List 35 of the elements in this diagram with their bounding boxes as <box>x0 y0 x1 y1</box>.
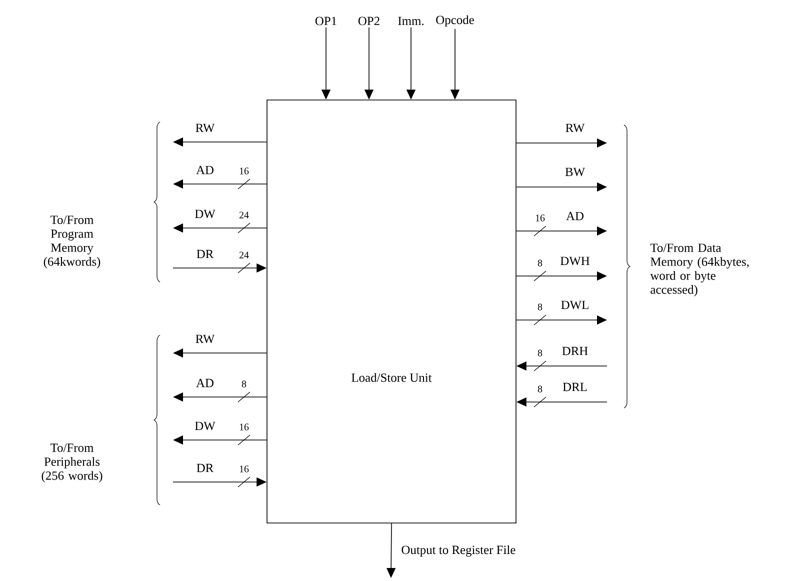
input-label: OP2 <box>358 16 380 26</box>
signal-label: AD <box>566 212 584 220</box>
signal-label: RW <box>196 124 215 132</box>
unit-box: Load/Store Unit <box>266 100 516 524</box>
bus-width: 8 <box>242 380 246 388</box>
input-label: OP1 <box>315 16 336 26</box>
signal-label: BW <box>565 168 586 176</box>
input-label: Opcode <box>436 15 474 27</box>
signal-label: DRH <box>562 346 588 356</box>
signal-label: Output to Register File <box>402 545 516 557</box>
signal-label: DRL <box>562 382 587 392</box>
bus-width: 24 <box>239 252 249 258</box>
signal-label: DWH <box>560 256 590 266</box>
signal-label: DW <box>195 210 216 218</box>
signal-label: AD <box>196 166 214 174</box>
bus-width: 8 <box>538 304 542 310</box>
bus-width: 16 <box>240 424 249 430</box>
signal-label: DR <box>196 250 214 258</box>
bus-width: 8 <box>538 350 542 356</box>
group-label: To/From Data Memory (64kbytes, word or byte accessed) <box>650 244 749 296</box>
signal-label: DR <box>196 464 214 472</box>
signal-label: RW <box>566 124 585 132</box>
signal-label: DW <box>195 422 216 430</box>
input-label: Imm. <box>398 16 424 26</box>
bus-width: 16 <box>240 168 249 174</box>
bus-width: 24 <box>239 212 249 218</box>
group-label: To/From Program Memory (64kwords) <box>44 216 100 268</box>
bus-width: 8 <box>538 386 542 392</box>
signal-label: AD <box>196 378 214 388</box>
bus-width: 16 <box>240 466 249 472</box>
signal-label: DWL <box>561 300 588 310</box>
group-label: To/From Peripherals (256 words) <box>42 444 102 482</box>
bus-width: 8 <box>538 260 542 266</box>
bus-width: 16 <box>536 214 545 222</box>
signal-label: RW <box>196 334 215 344</box>
